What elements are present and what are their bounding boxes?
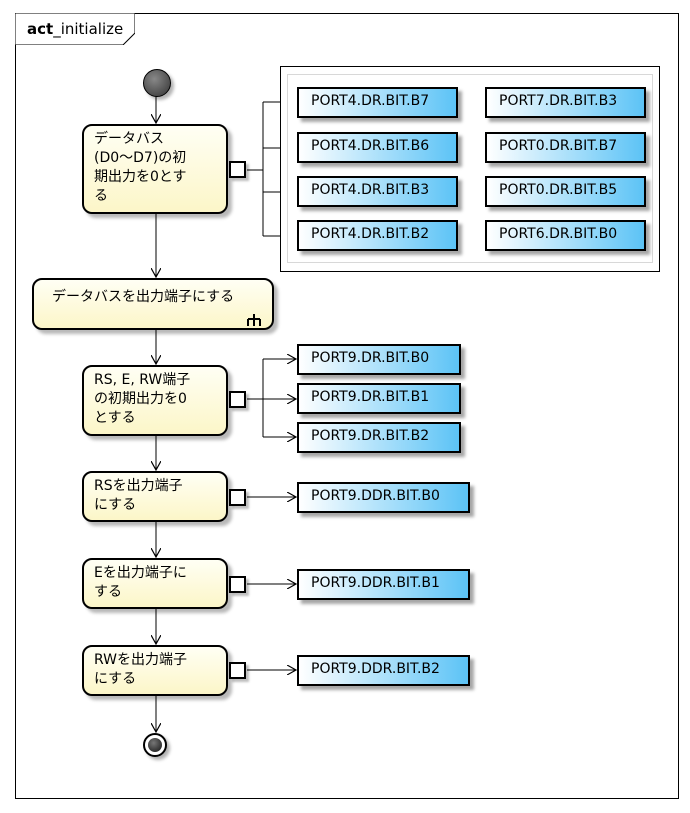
action-text: の初期出力を0 <box>94 391 187 407</box>
action-init-control-pins[interactable]: RS, E, RW端子 の初期出力を0 とする <box>82 365 228 436</box>
output-pin-a5 <box>229 576 246 593</box>
action-e-output[interactable]: Eを出力端子に する <box>82 558 228 609</box>
frame-tab <box>15 13 135 45</box>
object-node[interactable]: PORT4.DR.BIT.B7 <box>297 87 458 118</box>
action-text: Eを出力端子に <box>94 565 187 581</box>
action-init-data-bus[interactable]: データバス (D0〜D7)の初 期出力を0とす る <box>82 124 228 214</box>
action-text: にする <box>94 671 137 687</box>
action-text: とする <box>94 410 136 426</box>
action-text: る <box>94 188 108 204</box>
output-pin-a1 <box>229 161 246 178</box>
frame-title: act_initialize <box>27 20 123 38</box>
action-rw-output[interactable]: RWを出力端子 にする <box>82 645 228 696</box>
object-node-rw-ddr[interactable]: PORT9.DDR.BIT.B2 <box>297 655 470 686</box>
action-rs-output[interactable]: RSを出力端子 にする <box>82 471 228 522</box>
object-node[interactable]: PORT4.DR.BIT.B3 <box>297 176 458 207</box>
frame-name: _initialize <box>53 20 124 38</box>
action-text: RSを出力端子 <box>94 478 183 494</box>
final-node <box>143 733 167 757</box>
object-node[interactable]: PORT0.DR.BIT.B5 <box>485 176 646 207</box>
action-text: 期出力を0とす <box>94 169 187 185</box>
action-text: RWを出力端子 <box>94 652 188 668</box>
object-node[interactable]: PORT4.DR.BIT.B2 <box>297 220 458 251</box>
object-node[interactable]: PORT7.DR.BIT.B3 <box>485 87 646 118</box>
object-node[interactable]: PORT9.DR.BIT.B1 <box>297 383 461 414</box>
object-group-inner <box>287 74 653 263</box>
action-text: データバスを出力端子にする <box>52 289 235 305</box>
diagram-frame <box>15 13 679 799</box>
frame-keyword: act <box>27 20 54 38</box>
action-data-bus-output[interactable]: データバスを出力端子にする <box>32 278 274 330</box>
object-node[interactable]: PORT9.DR.BIT.B2 <box>297 422 461 453</box>
object-node[interactable]: PORT4.DR.BIT.B6 <box>297 132 458 163</box>
action-text: RS, E, RW端子 <box>94 372 191 388</box>
action-text: (D0〜D7)の初 <box>94 150 187 166</box>
action-text: する <box>94 584 122 600</box>
initial-node <box>143 69 171 97</box>
action-text: データバス <box>94 131 164 147</box>
object-node[interactable]: PORT6.DR.BIT.B0 <box>485 220 646 251</box>
output-pin-a4 <box>229 489 246 506</box>
rake-icon <box>247 314 261 326</box>
object-node[interactable]: PORT0.DR.BIT.B7 <box>485 132 646 163</box>
object-node-e-ddr[interactable]: PORT9.DDR.BIT.B1 <box>297 569 470 600</box>
output-pin-a6 <box>229 662 246 679</box>
output-pin-a3 <box>229 391 246 408</box>
action-text: にする <box>94 497 137 513</box>
object-node[interactable]: PORT9.DR.BIT.B0 <box>297 344 461 375</box>
object-node-rs-ddr[interactable]: PORT9.DDR.BIT.B0 <box>297 482 470 513</box>
